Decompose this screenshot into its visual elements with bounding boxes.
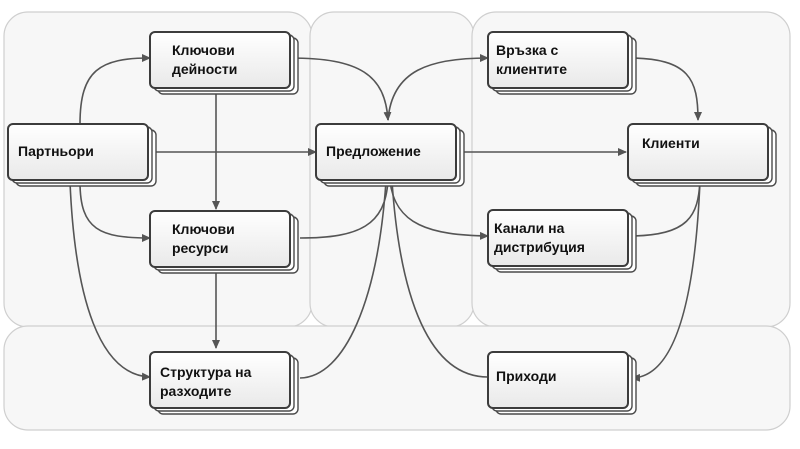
node-value-proposition: Предложение xyxy=(315,123,465,187)
node-cost-structure: Структура на разходите xyxy=(149,351,299,415)
node-partners-label: Партньори xyxy=(18,143,94,159)
edge-key-activities-value-proposition xyxy=(289,57,392,121)
edge-value-proposition-customer-relationships xyxy=(387,54,489,121)
node-customer-segments-label: Клиенти xyxy=(642,135,700,151)
node-channels-line1: Канали на xyxy=(494,220,565,236)
node-value-proposition-label: Предложение xyxy=(326,143,421,159)
edges xyxy=(69,54,702,382)
node-cost-structure-line2: разходите xyxy=(160,383,232,399)
edge-value-proposition-cost-structure xyxy=(299,180,387,379)
node-customer-relationships-line1: Връзка с xyxy=(496,42,559,58)
edge-customer-relationships-customer-segments xyxy=(627,57,702,121)
edge-partners-cost-structure xyxy=(69,181,151,381)
edge-key-resources-value-proposition xyxy=(299,180,389,239)
edge-value-proposition-revenue xyxy=(391,180,489,378)
node-key-activities: Ключови дейности xyxy=(149,31,299,95)
node-customer-segments: Клиенти xyxy=(627,123,777,187)
node-key-resources: Ключови ресурси xyxy=(149,210,299,274)
node-channels: Канали на дистрибуция xyxy=(487,209,637,273)
node-revenue-streams: Приходи xyxy=(487,351,637,415)
node-partners: Партньори xyxy=(7,123,157,187)
node-key-activities-line1: Ключови xyxy=(172,42,235,58)
panel-bottom xyxy=(3,325,791,431)
edge-partners-key-resources xyxy=(79,181,151,242)
node-revenue-streams-label: Приходи xyxy=(496,368,557,384)
node-customer-relationships-line2: клиентите xyxy=(496,61,567,77)
edge-partners-key-activities xyxy=(79,54,151,125)
node-key-resources-line2: ресурси xyxy=(172,240,229,256)
node-channels-line2: дистрибуция xyxy=(494,239,585,255)
node-cost-structure-line1: Структура на xyxy=(160,364,252,380)
node-key-activities-line2: дейности xyxy=(172,61,237,77)
edge-customer-segments-revenue xyxy=(631,180,701,382)
node-customer-relationships: Връзка с клиентите xyxy=(487,31,637,95)
node-key-resources-line1: Ключови xyxy=(172,221,235,237)
